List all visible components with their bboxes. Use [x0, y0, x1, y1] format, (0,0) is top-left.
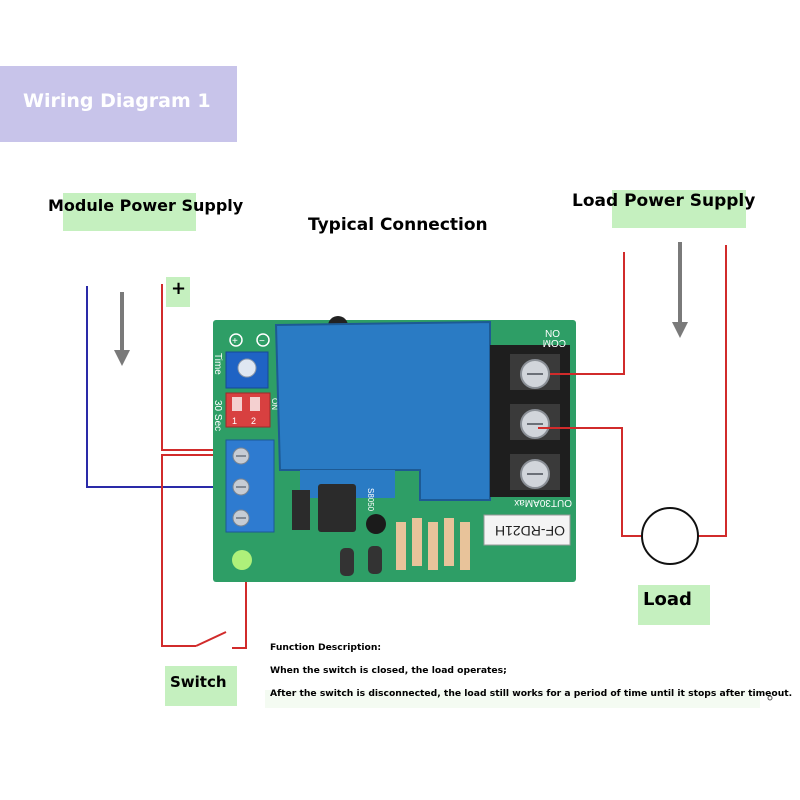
regulator-chip: [318, 484, 356, 532]
terminal-com-label: COM: [543, 337, 566, 348]
minus-symbol-icon: [256, 333, 270, 347]
positive-supply-wire: [161, 284, 232, 451]
dip-toggle-1: [232, 397, 242, 411]
load-wire-com: [538, 427, 642, 537]
load-supply-wire-on: [550, 252, 625, 375]
output-screw-3: [510, 454, 560, 490]
diagram-title-banner: Wiring Diagram 1: [0, 66, 237, 142]
resistor-array: [396, 518, 470, 570]
function-description-line-1: When the switch is closed, the load oper…: [270, 665, 507, 676]
load-icon: [641, 507, 699, 565]
capacitor-2: [368, 546, 382, 574]
positive-terminal-label: +: [171, 278, 187, 299]
time-label: Time: [212, 353, 223, 375]
capacitor-1: [340, 548, 354, 576]
dot-icon: [767, 695, 773, 701]
seconds-label: 30 Sec: [212, 400, 223, 431]
negative-supply-wire: [86, 286, 232, 488]
plus-label-bg: [166, 277, 190, 307]
minus-symbol-text: −: [259, 336, 265, 347]
output-screw-2: [510, 404, 560, 440]
model-plate: [483, 514, 571, 546]
input-screw-2: [232, 478, 250, 496]
model-label: OF-RD21H: [495, 523, 565, 539]
load-label-bg: [638, 585, 710, 625]
switch-label: Switch: [170, 673, 227, 691]
load-power-supply-label: Load Power Supply: [572, 191, 756, 211]
load-label: Load: [643, 589, 692, 610]
description-highlight: [265, 690, 760, 708]
input-screw-1: [232, 447, 250, 465]
plus-symbol-icon: [229, 333, 243, 347]
potentiometer-knob-icon: [237, 358, 257, 378]
current-rating-label: OUT30AMax: [514, 497, 572, 508]
module-arrow-icon: [114, 292, 130, 366]
function-description-line-2: After the switch is disconnected, the lo…: [270, 688, 793, 699]
plus-symbol-text: +: [232, 336, 238, 347]
switch-wire-left: [161, 454, 238, 647]
switch-label-bg: [165, 666, 237, 706]
module-power-supply-label: Module Power Supply: [48, 196, 244, 215]
dip-on-label: ON: [270, 398, 279, 410]
indicator-led: [232, 550, 252, 570]
switch-contact-icon: [195, 631, 227, 647]
relay-icon: [274, 320, 491, 501]
input-screw-3: [232, 509, 250, 527]
dip-label-1: 1: [232, 416, 237, 426]
function-description-title: Function Description:: [270, 642, 382, 653]
dip-label-2: 2: [251, 416, 256, 426]
diode: [292, 490, 310, 530]
transistor-label: S8050: [366, 488, 375, 512]
transistor-bottom: [366, 514, 386, 534]
module-power-label-bg: [63, 193, 196, 231]
typical-connection-label: Typical Connection: [308, 215, 488, 235]
diagram-title: Wiring Diagram 1: [23, 90, 211, 112]
dip-toggle-2: [250, 397, 260, 411]
load-supply-return-wire: [698, 245, 727, 537]
terminal-on-label: ON: [545, 327, 560, 338]
load-arrow-icon: [672, 242, 688, 338]
output-screw-1: [510, 354, 560, 390]
load-power-label-bg: [612, 190, 746, 228]
